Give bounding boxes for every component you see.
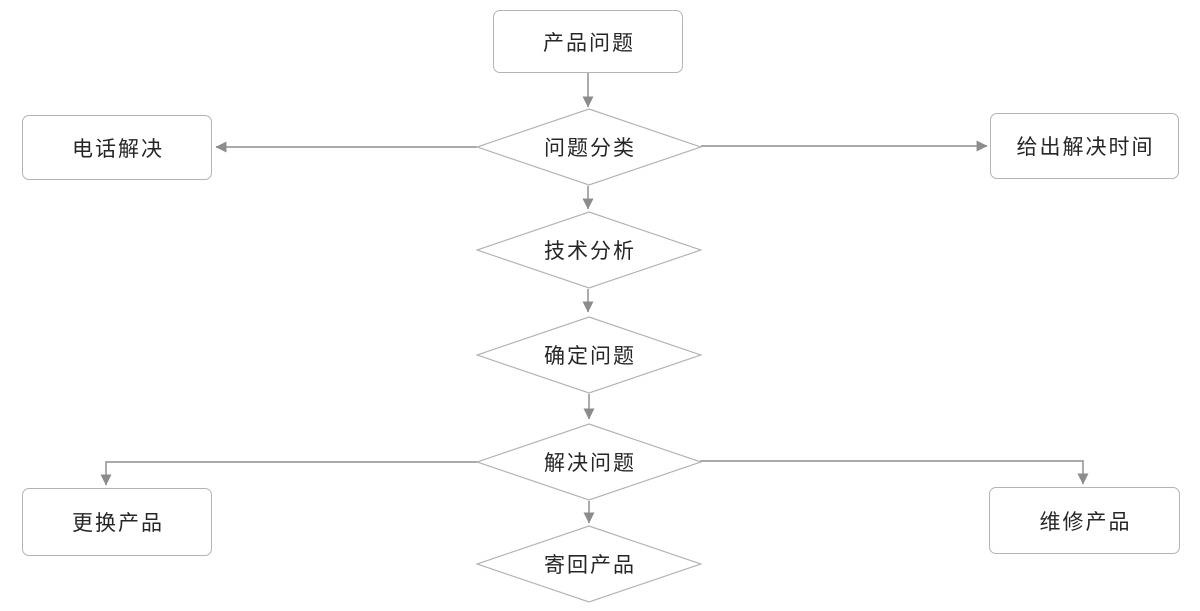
diamond-shape <box>476 108 702 186</box>
node-tech-analysis-label: 技术分析 <box>544 239 636 263</box>
diamond-shape <box>476 211 702 289</box>
node-replace-product: 更换产品 <box>22 488 212 556</box>
node-repair-product-label: 维修产品 <box>1039 509 1132 534</box>
edge-solve-to-replace <box>100 461 478 486</box>
node-phone-solve-label: 电话解决 <box>72 136 164 161</box>
node-give-time-label: 给出解决时间 <box>1016 135 1155 159</box>
node-give-time: 给出解决时间 <box>990 113 1179 179</box>
node-product-issue-label: 产品问题 <box>543 30 635 55</box>
node-confirm-issue-label: 确定问题 <box>544 344 636 368</box>
node-return-product: 寄回产品 <box>476 525 702 603</box>
node-product-issue: 产品问题 <box>493 10 683 73</box>
node-classify-label: 问题分类 <box>544 136 636 160</box>
diamond-shape <box>476 423 702 501</box>
node-phone-solve: 电话解决 <box>22 115 212 180</box>
node-return-product-label: 寄回产品 <box>544 553 636 577</box>
node-replace-product-label: 更换产品 <box>72 511 164 535</box>
diamond-shape <box>476 525 702 603</box>
node-solve-issue: 解决问题 <box>476 423 702 501</box>
edge-solve-to-repair <box>700 460 1089 485</box>
node-repair-product: 维修产品 <box>989 487 1180 554</box>
node-confirm-issue: 确定问题 <box>476 316 702 394</box>
diamond-shape <box>476 316 702 394</box>
node-solve-issue-label: 解决问题 <box>544 451 636 475</box>
node-tech-analysis: 技术分析 <box>476 211 702 289</box>
node-classify: 问题分类 <box>476 108 702 186</box>
